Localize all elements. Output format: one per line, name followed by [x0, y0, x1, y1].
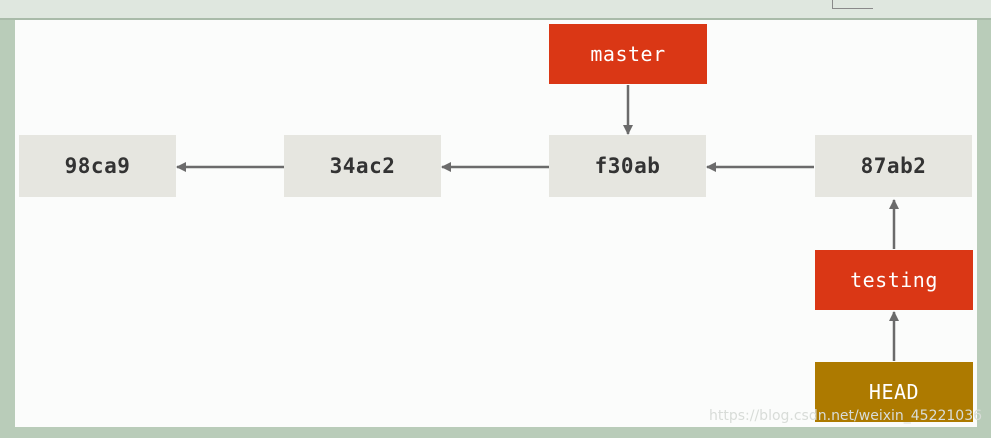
commit-node-98ca9: 98ca9	[19, 135, 176, 197]
watermark-text: https://blog.csdn.net/weixin_45221036	[709, 408, 983, 424]
window-top-strip	[0, 0, 991, 20]
branch-label-master: master	[549, 24, 707, 84]
branch-label-testing: testing	[815, 250, 973, 310]
head-pointer: HEAD	[815, 362, 973, 422]
commit-node-f30ab: f30ab	[549, 135, 706, 197]
window-corner-tab	[832, 0, 873, 9]
commit-node-34ac2: 34ac2	[284, 135, 441, 197]
diagram-arrows	[176, 85, 899, 361]
window-bottom-strip	[0, 427, 991, 438]
commit-node-87ab2: 87ab2	[815, 135, 972, 197]
git-branch-diagram: 98ca9 34ac2 f30ab 87ab2 master testing H…	[15, 20, 982, 427]
